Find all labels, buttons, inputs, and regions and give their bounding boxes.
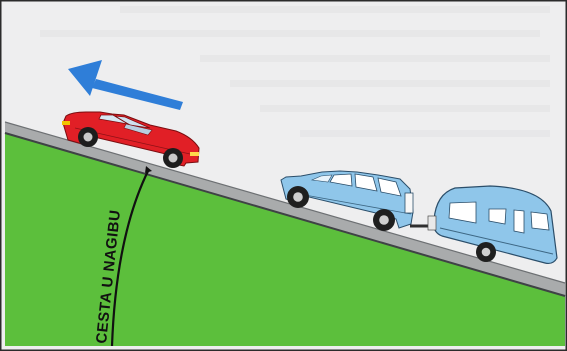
driving-slope-illustration: CESTA U NAGIBU (0, 0, 567, 351)
scene-canvas: CESTA U NAGIBU (0, 0, 567, 351)
